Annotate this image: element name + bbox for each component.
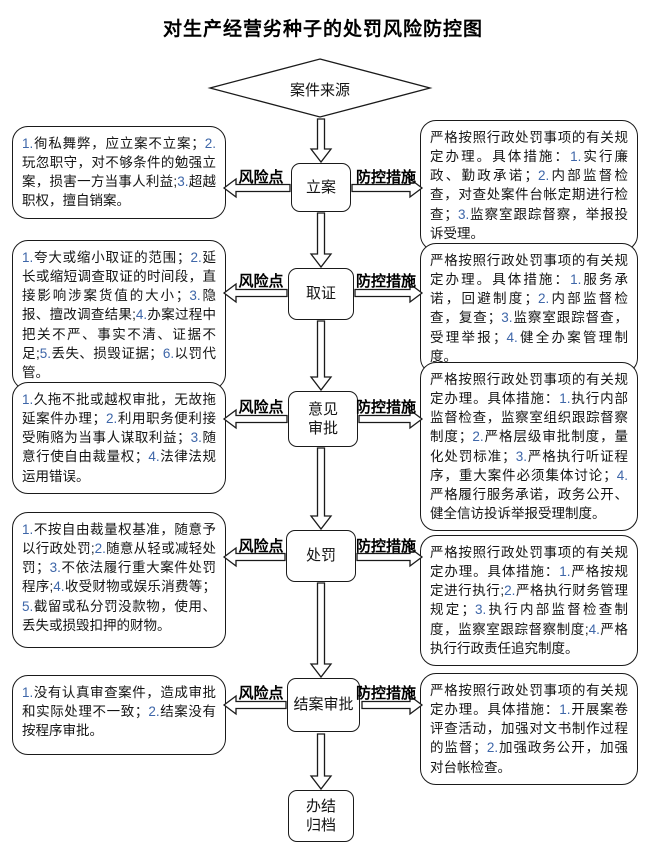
stage-label-penalty: 处罚 [305,547,336,565]
stage-node-closing: 结案审批 [287,678,360,732]
risk-label-row2: 风险点 [238,273,284,290]
control-box-filing: 严格按照行政处罚事项的有关规定办理。具体措施：1.实行廉政、勤政承诺；2.内部监… [420,120,638,251]
stage-label-closing: 结案审批 [293,696,354,714]
arrow-down-closing-to-archive [309,733,333,791]
arrow-down-source-to-filing [309,118,333,164]
risk-box-evidence: 1.夸大或缩小取证的范围；2.延长或缩短调查取证的时间段，直接影响涉案货值的大小… [12,240,226,391]
risk-text-filing: 1.徇私舞弊，应立案不立案；2.玩忽职守，对不够条件的勉强立案，损害一方当事人利… [22,136,216,209]
stage-label-evidence: 取证 [305,285,336,303]
stage-label-archive: 办结归档 [305,797,336,835]
risk-box-closing: 1.没有认真审查案件，造成审批和实际处理不一致；2.结案没有按程序审批。 [12,675,226,755]
control-label-row1: 防控措施 [355,169,416,186]
case-source-label: 案件来源 [289,82,350,99]
arrow-down-filing-to-evidence [309,212,333,269]
stage-label-opinion: 意见审批 [307,400,338,438]
control-text-penalty: 严格按照行政处罚事项的有关规定办理。具体措施：1.严格按规定进行执行;2.严格执… [430,545,629,656]
risk-label-row1: 风险点 [238,169,284,186]
risk-label-row4: 风险点 [238,538,284,555]
stage-node-penalty: 处罚 [286,530,356,582]
arrow-down-penalty-to-closing [309,582,333,679]
arrow-down-opinion-to-penalty [309,447,333,531]
risk-text-closing: 1.没有认真审查案件，造成审批和实际处理不一致；2.结案没有按程序审批。 [22,685,217,739]
control-text-filing: 严格按照行政处罚事项的有关规定办理。具体措施：1.实行廉政、勤政承诺；2.内部监… [430,130,629,241]
risk-text-penalty: 1.不按自由裁量权基准，随意予以行政处罚;2.随意从轻或减轻处罚；3.不依法履行… [22,522,217,633]
control-box-penalty: 严格按照行政处罚事项的有关规定办理。具体措施：1.严格按规定进行执行;2.严格执… [420,535,638,666]
control-label-row5: 防控措施 [355,685,416,702]
control-label-row3: 防控措施 [355,399,416,416]
control-box-evidence: 严格按照行政处罚事项的有关规定办理。具体措施：1.服务承诺，回避制度；2.内部监… [420,243,638,374]
arrow-down-evidence-to-opinion [309,320,333,392]
control-label-row4: 防控措施 [355,538,416,555]
risk-box-opinion: 1.久拖不批或越权审批，无故拖延案件办理；2.利用职务便利接受贿赂为当事人谋取利… [12,382,226,494]
stage-node-opinion: 意见审批 [288,391,358,447]
stage-label-filing: 立案 [305,178,336,196]
risk-text-evidence: 1.夸大或缩小取证的范围；2.延长或缩短调查取证的时间段，直接影响涉案货值的大小… [22,250,217,380]
control-text-closing: 严格按照行政处罚事项的有关规定办理。具体措施：1.开展案卷评查活动，加强对文书制… [430,683,629,775]
stage-node-filing: 立案 [291,163,351,212]
risk-label-row5: 风险点 [238,685,284,702]
stage-node-evidence: 取证 [288,268,354,320]
risk-box-filing: 1.徇私舞弊，应立案不立案；2.玩忽职守，对不够条件的勉强立案，损害一方当事人利… [12,126,226,219]
page-title: 对生产经营劣种子的处罚风险防控图 [162,19,483,40]
stage-node-archive: 办结归档 [288,790,354,842]
control-label-row2: 防控措施 [355,273,416,290]
control-text-opinion: 严格按照行政处罚事项的有关规定办理。具体措施：1.执行内部监督检查，监察室组织跟… [430,372,629,522]
control-text-evidence: 严格按照行政处罚事项的有关规定办理。具体措施：1.服务承诺，回避制度；2.内部监… [430,253,629,364]
control-box-opinion: 严格按照行政处罚事项的有关规定办理。具体措施：1.执行内部监督检查，监察室组织跟… [420,362,638,532]
risk-label-row3: 风险点 [238,399,284,416]
risk-text-opinion: 1.久拖不批或越权审批，无故拖延案件办理；2.利用职务便利接受贿赂为当事人谋取利… [22,392,217,484]
risk-box-penalty: 1.不按自由裁量权基准，随意予以行政处罚;2.随意从轻或减轻处罚；3.不依法履行… [12,512,226,648]
control-box-closing: 严格按照行政处罚事项的有关规定办理。具体措施：1.开展案卷评查活动，加强对文书制… [420,673,638,785]
